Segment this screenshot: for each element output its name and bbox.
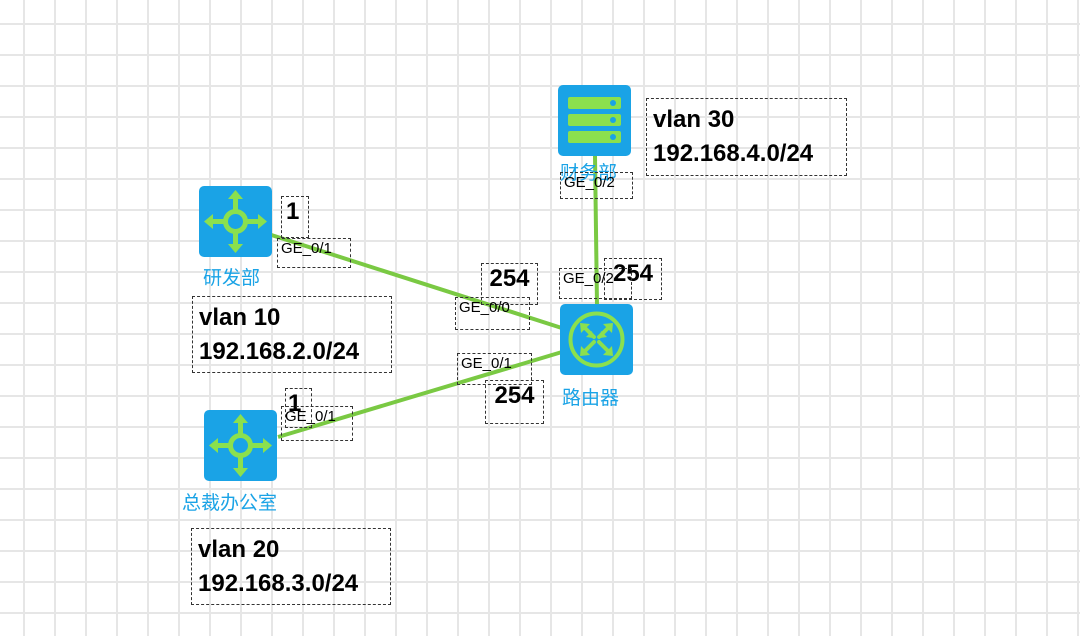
- rd-switch-node[interactable]: [199, 186, 272, 257]
- rd-label: 研发部: [203, 267, 261, 289]
- router-rd-port: GE_0/0: [455, 297, 530, 330]
- vlan-30-box: vlan 30 192.168.4.0/24: [646, 98, 847, 176]
- finance-label: 财务部: [560, 162, 618, 184]
- vlan-20-name: vlan 20: [198, 536, 280, 563]
- vlan-20-box: vlan 20 192.168.3.0/24: [191, 528, 391, 605]
- router-ceo-ip: 254: [485, 380, 544, 424]
- link-rd-router: [261, 230, 569, 332]
- router-node[interactable]: [560, 304, 633, 375]
- l3-switch-icon: [209, 414, 272, 477]
- vlan-10-subnet: 192.168.2.0/24: [199, 338, 360, 365]
- ceo-host-id: 1: [285, 388, 312, 428]
- vlan-10-box: vlan 10 192.168.2.0/24: [192, 296, 392, 373]
- link-finance-router: [593, 155, 599, 307]
- link-ceo-router: [277, 350, 563, 439]
- ceo-switch-node[interactable]: [204, 410, 277, 481]
- finance-port: GE_0/2: [560, 172, 633, 199]
- rd-port: GE_0/1: [277, 238, 351, 268]
- server-icon: [568, 97, 621, 143]
- finance-server-node[interactable]: [558, 85, 631, 156]
- router-label: 路由器: [562, 387, 620, 409]
- router-ceo-port: GE_0/1: [457, 353, 532, 385]
- router-rd-ip: 254: [481, 263, 538, 305]
- vlan-20-subnet: 192.168.3.0/24: [198, 570, 359, 597]
- rd-host-id: 1: [281, 196, 309, 238]
- vlan-10-name: vlan 10: [199, 304, 281, 331]
- vlan-30-name: vlan 30: [653, 106, 735, 133]
- router-icon: [568, 311, 625, 368]
- router-finance-port: GE_0/2: [559, 268, 632, 299]
- ceo-port: GE_0/1: [281, 406, 353, 441]
- l3-switch-icon: [204, 190, 267, 253]
- vlan-30-subnet: 192.168.4.0/24: [653, 140, 814, 167]
- ceo-label: 总裁办公室: [182, 492, 278, 514]
- router-finance-ip: 254: [604, 258, 662, 300]
